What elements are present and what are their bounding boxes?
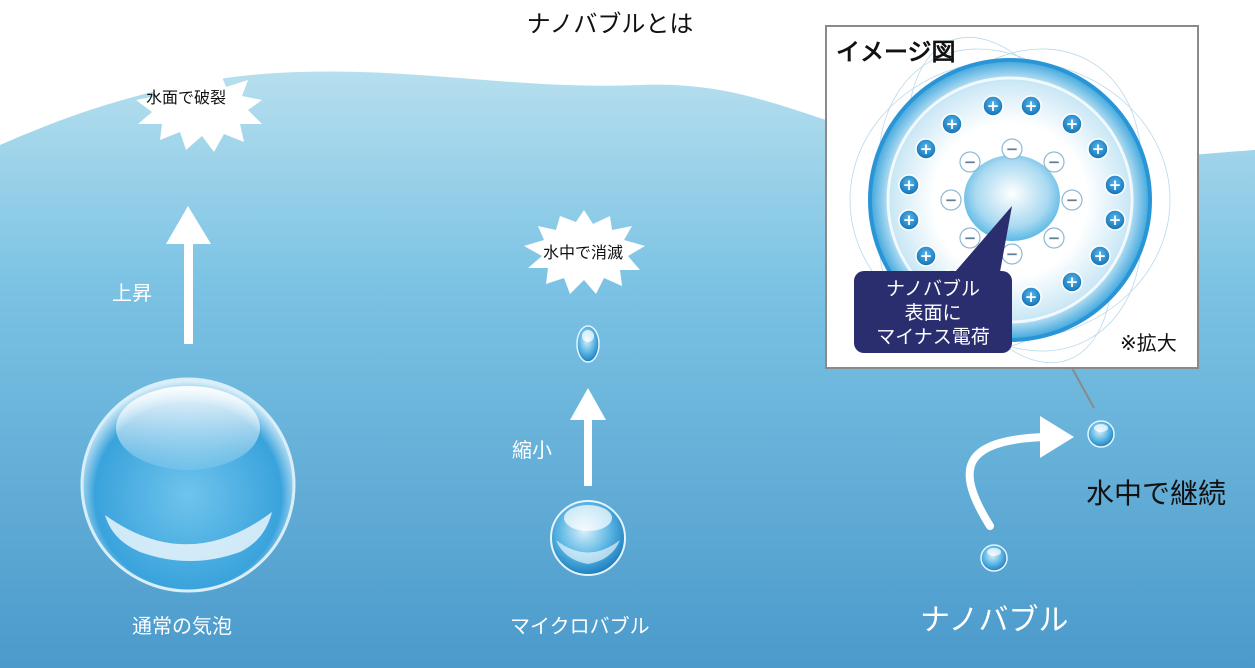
minus-charge-icon: − xyxy=(1001,138,1023,160)
plus-charge-icon: + xyxy=(1061,113,1083,135)
inset-connector xyxy=(1071,367,1095,409)
svg-text:+: + xyxy=(920,247,933,265)
svg-text:+: + xyxy=(1109,211,1122,229)
negative-charges: − − − − − − − − xyxy=(940,138,1083,265)
minus-charge-icon: − xyxy=(1061,189,1083,211)
svg-text:+: + xyxy=(1092,140,1105,158)
shrink-label: 縮小 xyxy=(512,438,552,462)
minus-charge-icon: − xyxy=(959,227,981,249)
plus-charge-icon: + xyxy=(1104,174,1126,196)
svg-text:+: + xyxy=(903,176,916,194)
svg-text:+: + xyxy=(1094,247,1107,265)
plus-charge-icon: + xyxy=(1020,95,1042,117)
svg-text:−: − xyxy=(1006,140,1019,158)
svg-text:+: + xyxy=(1066,115,1079,133)
callout-line: マイナス電荷 xyxy=(876,326,990,348)
plus-charge-icon: + xyxy=(898,174,920,196)
callout-pointer xyxy=(955,206,1012,272)
plus-charge-icon: + xyxy=(941,113,963,135)
plus-charge-icon: + xyxy=(1061,271,1083,293)
svg-text:−: − xyxy=(964,229,977,247)
plus-charge-icon: + xyxy=(898,209,920,231)
svg-text:−: − xyxy=(1048,229,1061,247)
plus-charge-icon: + xyxy=(1020,286,1042,308)
plus-charge-icon: + xyxy=(1104,209,1126,231)
svg-text:−: − xyxy=(1006,245,1019,263)
svg-text:+: + xyxy=(920,140,933,158)
rise-arrow xyxy=(166,206,211,344)
page-title: ナノバブルとは xyxy=(526,10,694,38)
svg-text:−: − xyxy=(1066,191,1079,209)
rise-label: 上昇 xyxy=(112,281,152,305)
svg-text:+: + xyxy=(1066,273,1079,291)
minus-charge-icon: − xyxy=(1043,151,1065,173)
plus-charge-icon: + xyxy=(1089,245,1111,267)
minus-charge-icon: − xyxy=(1043,227,1065,249)
nanobubble-core xyxy=(964,155,1060,241)
nano-bubble-label: ナノバブル xyxy=(920,603,1069,638)
charge-callout: ナノバブル 表面に マイナス電荷 xyxy=(854,271,1012,353)
burst-underwater xyxy=(524,210,645,294)
burst-surface xyxy=(136,67,262,152)
shrink-arrow xyxy=(570,388,606,486)
svg-text:+: + xyxy=(1025,288,1038,306)
shrunk-micro-bubble xyxy=(576,325,600,363)
svg-text:+: + xyxy=(903,211,916,229)
ordinary-bubble xyxy=(80,377,296,593)
micro-bubble-label: マイクロバブル xyxy=(510,614,650,638)
plus-charge-icon: + xyxy=(915,138,937,160)
minus-charge-icon: − xyxy=(940,189,962,211)
svg-text:+: + xyxy=(1109,176,1122,194)
plus-charge-icon: + xyxy=(915,245,937,267)
svg-text:−: − xyxy=(964,153,977,171)
continue-label: 水中で継続 xyxy=(1086,477,1227,510)
svg-text:−: − xyxy=(1048,153,1061,171)
minus-charge-icon: − xyxy=(959,151,981,173)
svg-text:−: − xyxy=(945,191,958,209)
nano-bubble-bottom xyxy=(980,544,1008,572)
svg-text:+: + xyxy=(987,97,1000,115)
svg-text:+: + xyxy=(946,115,959,133)
inset-title: イメージ図 xyxy=(836,38,956,66)
burst-surface-label: 水面で破裂 xyxy=(146,88,227,107)
nano-bubble-right xyxy=(1087,420,1115,448)
svg-text:+: + xyxy=(1025,97,1038,115)
plus-charge-icon: + xyxy=(982,95,1004,117)
ordinary-bubble-label: 通常の気泡 xyxy=(132,614,232,638)
burst-underwater-label: 水中で消滅 xyxy=(543,243,624,262)
inset-panel: ++++++++++++++++ −−−−−−−− xyxy=(825,25,1199,369)
minus-charge-icon: − xyxy=(1001,243,1023,265)
micro-bubble xyxy=(550,500,626,576)
callout-line: ナノバブル xyxy=(885,278,981,300)
enlarged-note: ※拡大 xyxy=(1120,331,1177,355)
callout-line: 表面に xyxy=(904,302,962,324)
continue-arrow xyxy=(965,416,1074,530)
plus-charge-icon: + xyxy=(1087,138,1109,160)
